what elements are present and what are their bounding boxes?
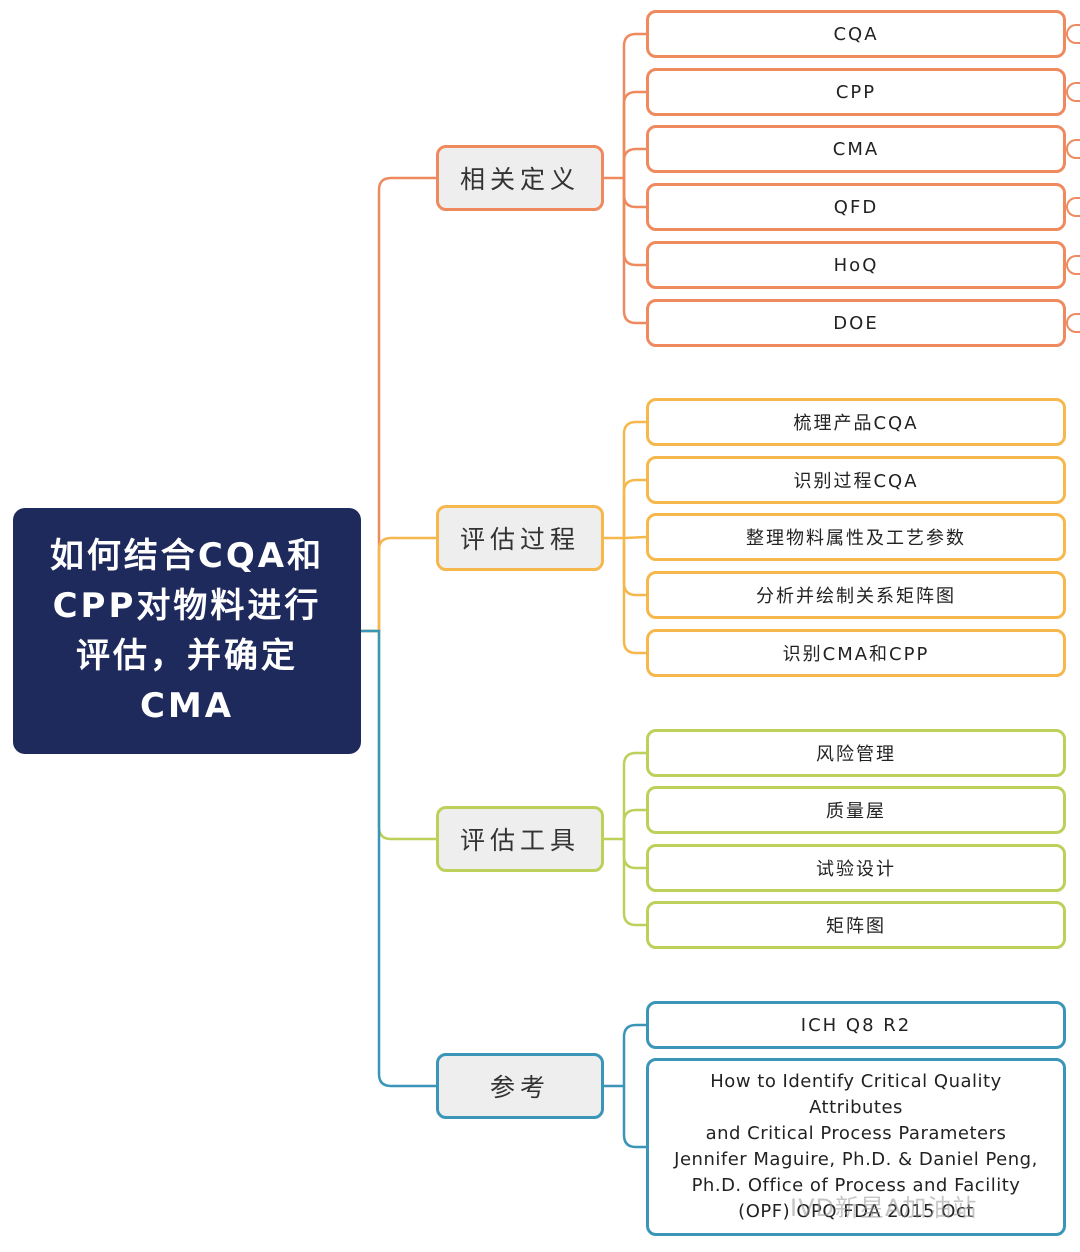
leaf-design-of-experiments[interactable]: 试验设计 bbox=[646, 844, 1066, 892]
connector-line bbox=[622, 90, 648, 180]
connector-line bbox=[622, 536, 648, 655]
watermark: IVD新星A加油站 bbox=[790, 1194, 978, 1222]
branch-label: 评估工具 bbox=[459, 826, 580, 855]
leaf-matrix-diagram[interactable]: 矩阵图 bbox=[646, 901, 1066, 949]
reference-line: (OPF) OPQ FDA 2015 Oct bbox=[738, 1201, 974, 1222]
leaf-hoq[interactable]: HoQ bbox=[646, 241, 1066, 289]
reference-line: Attributes bbox=[809, 1097, 903, 1118]
connector-line bbox=[622, 751, 648, 841]
connector-line bbox=[622, 147, 648, 180]
reference-line: Jennifer Maguire, Ph.D. & Daniel Peng, bbox=[674, 1149, 1038, 1170]
connector-line bbox=[622, 536, 648, 597]
connector-line bbox=[622, 808, 648, 841]
connector-line bbox=[622, 176, 648, 325]
collapse-handle[interactable] bbox=[1066, 82, 1080, 102]
connector-line bbox=[622, 837, 648, 870]
connector-line bbox=[622, 837, 648, 927]
connector-line bbox=[359, 176, 438, 633]
leaf-cma[interactable]: CMA bbox=[646, 125, 1066, 173]
branch-label: 参考 bbox=[489, 1073, 550, 1102]
connector-line bbox=[359, 536, 438, 633]
reference-line: Ph.D. Office of Process and Facility bbox=[691, 1175, 1021, 1196]
leaf-cpp[interactable]: CPP bbox=[646, 68, 1066, 116]
connector-line bbox=[622, 32, 648, 180]
branch-label: 评估过程 bbox=[459, 525, 580, 554]
branch-label: 相关定义 bbox=[459, 165, 580, 194]
connector-line bbox=[622, 176, 648, 267]
connector-line bbox=[622, 420, 648, 540]
leaf-ich-q8[interactable]: ICH Q8 R2 bbox=[646, 1001, 1066, 1049]
branch-definitions[interactable]: 相关定义 bbox=[436, 145, 604, 211]
connector-line bbox=[359, 629, 438, 841]
leaf-doe[interactable]: DOE bbox=[646, 299, 1066, 347]
connector-line bbox=[359, 629, 438, 1088]
branch-references[interactable]: 参考 bbox=[436, 1053, 604, 1119]
leaf-qfd[interactable]: QFD bbox=[646, 183, 1066, 231]
leaf-material-attributes[interactable]: 整理物料属性及工艺参数 bbox=[646, 513, 1066, 561]
root-node[interactable]: 如何结合CQA和CPP对物料进行评估，并确定CMA bbox=[13, 508, 361, 754]
leaf-identify-cma-cpp[interactable]: 识别CMA和CPP bbox=[646, 629, 1066, 677]
leaf-product-cqa[interactable]: 梳理产品CQA bbox=[646, 398, 1066, 446]
collapse-handle[interactable] bbox=[1066, 139, 1080, 159]
leaf-reference-paper[interactable]: How to Identify Critical Quality Attribu… bbox=[646, 1058, 1066, 1236]
branch-evaluation-tools[interactable]: 评估工具 bbox=[436, 806, 604, 872]
connector-line bbox=[622, 535, 648, 540]
leaf-house-of-quality[interactable]: 质量屋 bbox=[646, 786, 1066, 834]
root-title: 如何结合CQA和CPP对物料进行评估，并确定CMA bbox=[49, 536, 325, 726]
collapse-handle[interactable] bbox=[1066, 255, 1080, 275]
collapse-handle[interactable] bbox=[1066, 313, 1080, 333]
connector-line bbox=[622, 478, 648, 540]
collapse-handle[interactable] bbox=[1066, 197, 1080, 217]
collapse-handle[interactable] bbox=[1066, 24, 1080, 44]
branch-evaluation-process[interactable]: 评估过程 bbox=[436, 505, 604, 571]
reference-line: and Critical Process Parameters bbox=[705, 1123, 1007, 1144]
leaf-risk-management[interactable]: 风险管理 bbox=[646, 729, 1066, 777]
connector-line bbox=[622, 1023, 648, 1088]
leaf-cqa[interactable]: CQA bbox=[646, 10, 1066, 58]
connector-line bbox=[622, 176, 648, 209]
connector-line bbox=[622, 1084, 648, 1149]
reference-line: How to Identify Critical Quality bbox=[710, 1071, 1002, 1092]
leaf-relationship-matrix[interactable]: 分析并绘制关系矩阵图 bbox=[646, 571, 1066, 619]
leaf-process-cqa[interactable]: 识别过程CQA bbox=[646, 456, 1066, 504]
